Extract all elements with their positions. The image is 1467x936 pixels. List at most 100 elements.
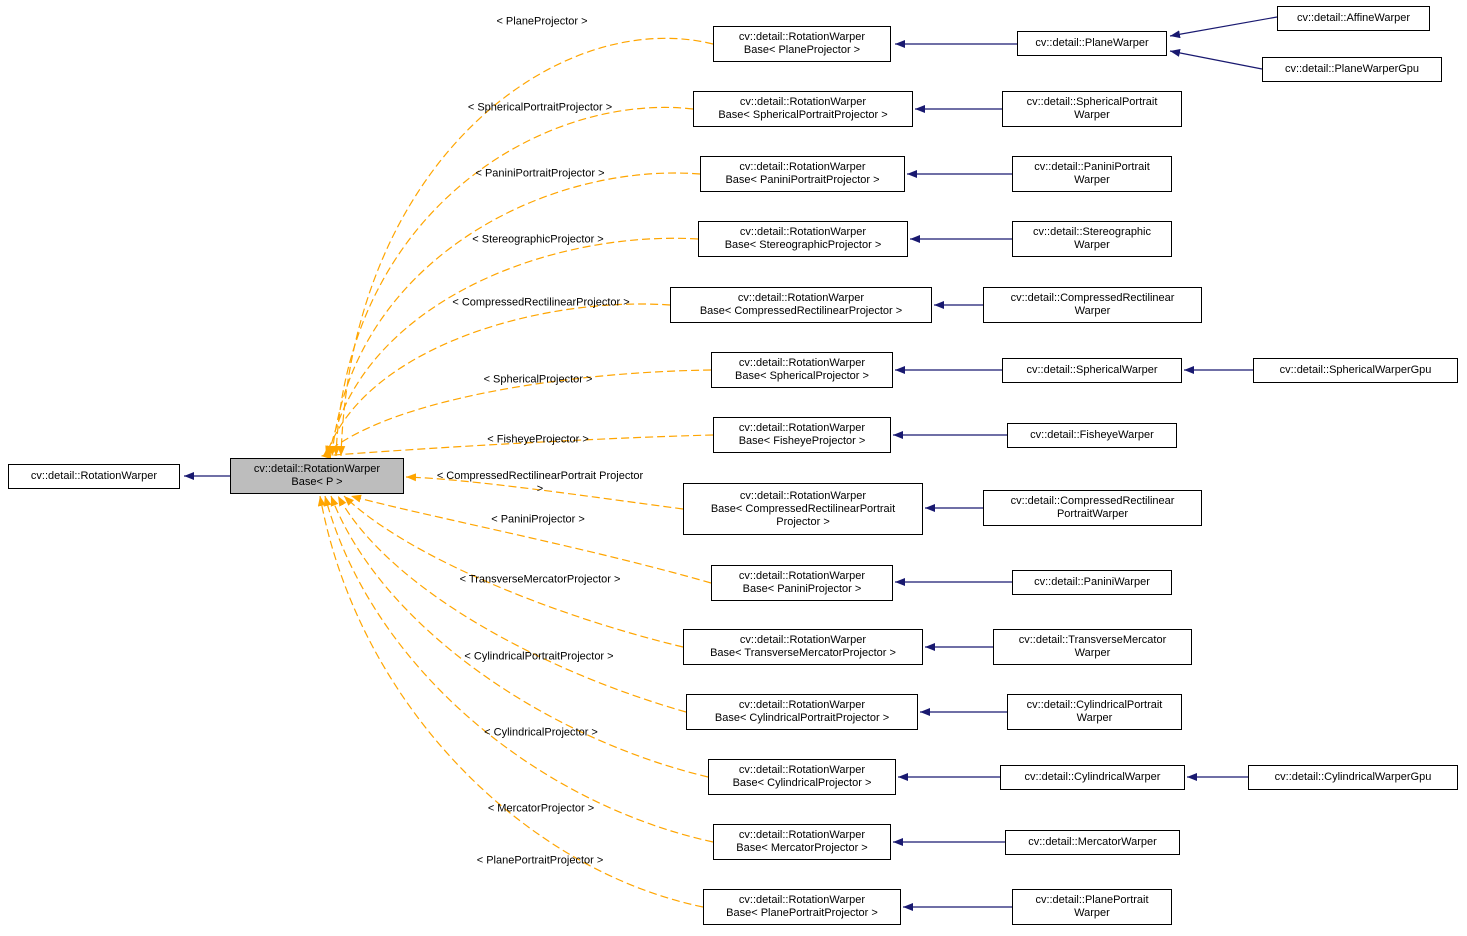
node-text-line: Warper: [1074, 109, 1110, 121]
node-text-line: PortraitWarper: [1056, 508, 1129, 520]
edge-label-sphericalportraitprojector: < SphericalPortraitProjector >: [467, 101, 613, 114]
node-base-transversemercatorprojector[interactable]: cv::detail::RotationWarper Base< Transve…: [683, 629, 923, 665]
edge-label-fisheyeprojector: < FisheyeProjector >: [487, 433, 589, 446]
edge-label-planeportraitprojector: < PlanePortraitProjector >: [476, 854, 604, 867]
node-text-line: Base< FisheyeProjector >: [738, 435, 866, 447]
node-text-line: cv::detail::RotationWarper: [30, 470, 158, 482]
edge-label-transversemercatorprojector: < TransverseMercatorProjector >: [459, 573, 621, 586]
node-text-line: Warper: [1074, 907, 1110, 919]
node-planewarpergpu[interactable]: cv::detail::PlaneWarperGpu: [1262, 57, 1442, 82]
node-text-line: Warper: [1074, 305, 1111, 317]
edge-label-paniniprojector: < PaniniProjector >: [491, 513, 585, 526]
node-text-line: cv::detail::PaniniPortrait: [1034, 161, 1150, 173]
node-text-line: Base< PaniniProjector >: [742, 583, 862, 595]
node-text-line: Base< MercatorProjector >: [736, 842, 868, 854]
node-text-line: Base< PlaneProjector >: [743, 44, 861, 56]
node-text-line: cv::detail::RotationWarper: [739, 161, 866, 173]
node-text-line: cv::detail::TransverseMercator: [1018, 634, 1167, 646]
node-sphericalwarpergpu[interactable]: cv::detail::SphericalWarperGpu: [1253, 358, 1458, 383]
node-base-stereographicprojector[interactable]: cv::detail::RotationWarper Base< Stereog…: [698, 221, 908, 257]
node-cylindricalwarper[interactable]: cv::detail::CylindricalWarper: [1000, 765, 1185, 790]
node-planewarper[interactable]: cv::detail::PlaneWarper: [1017, 31, 1167, 56]
node-sphericalwarper[interactable]: cv::detail::SphericalWarper: [1002, 358, 1182, 383]
node-text-line: cv::detail::FisheyeWarper: [1030, 429, 1154, 441]
node-text-line: cv::detail::PlaneWarper: [1035, 37, 1149, 49]
node-text-line: cv::detail::RotationWarper: [738, 894, 866, 906]
node-text-line: cv::detail::RotationWarper: [738, 31, 866, 43]
node-text-line: cv::detail::AffineWarper: [1296, 12, 1411, 24]
node-text-line: Base< TransverseMercatorProjector >: [710, 647, 896, 659]
node-base-compressedrectilinearportraitprojector[interactable]: cv::detail::RotationWarper Base< Compres…: [683, 483, 923, 535]
node-text-line: Base< PaniniPortraitProjector >: [725, 174, 880, 186]
node-stereographicwarper[interactable]: cv::detail::Stereographic Warper: [1012, 221, 1172, 257]
node-rotationwarperbase-p: cv::detail::RotationWarper Base< P >: [230, 458, 404, 494]
node-text-line: cv::detail::CylindricalPortrait: [1026, 699, 1163, 711]
node-paniniwarper[interactable]: cv::detail::PaniniWarper: [1012, 570, 1172, 595]
node-base-cylindricalprojector[interactable]: cv::detail::RotationWarper Base< Cylindr…: [708, 759, 896, 795]
node-text-line: cv::detail::PlanePortrait: [1035, 894, 1149, 906]
node-text-line: cv::detail::RotationWarper: [739, 226, 867, 238]
node-fisheyewarper[interactable]: cv::detail::FisheyeWarper: [1007, 423, 1177, 448]
edge-label-cylindricalprojector: < CylindricalProjector >: [484, 726, 598, 739]
node-text-line: Projector >: [776, 515, 830, 528]
edge-label-planeprojector: < PlaneProjector >: [496, 15, 588, 28]
node-cylindricalportraitwarper[interactable]: cv::detail::CylindricalPortrait Warper: [1007, 694, 1182, 730]
node-text-line: cv::detail::RotationWarper: [738, 357, 866, 369]
node-text-line: cv::detail::MercatorWarper: [1028, 836, 1157, 848]
node-text-line: Base< CylindricalPortraitProjector >: [714, 712, 890, 724]
node-text-line: cv::detail::RotationWarper: [739, 96, 867, 108]
node-text-line: cv::detail::RotationWarper: [738, 699, 866, 711]
node-text-line: cv::detail::PlaneWarperGpu: [1284, 63, 1420, 75]
node-text-line: cv::detail::RotationWarper: [738, 422, 866, 434]
node-text-line: cv::detail::RotationWarper: [738, 829, 866, 841]
node-base-paniniportraitprojector[interactable]: cv::detail::RotationWarper Base< PaniniP…: [700, 156, 905, 192]
edge-label-sphericalprojector: < SphericalProjector >: [483, 373, 593, 386]
node-affinewarper[interactable]: cv::detail::AffineWarper: [1277, 6, 1430, 31]
node-base-paniniprojector[interactable]: cv::detail::RotationWarper Base< PaniniP…: [711, 565, 893, 601]
edge-label-stereographicprojector: < StereographicProjector >: [472, 233, 604, 246]
node-base-sphericalportraitprojector[interactable]: cv::detail::RotationWarper Base< Spheric…: [693, 91, 913, 127]
node-text-line: Base< SphericalProjector >: [735, 370, 869, 382]
node-paniniportraitwarper[interactable]: cv::detail::PaniniPortrait Warper: [1012, 156, 1172, 192]
node-base-fisheyeprojector[interactable]: cv::detail::RotationWarper Base< Fisheye…: [713, 417, 891, 453]
node-text-line: Base< SphericalPortraitProjector >: [718, 109, 888, 121]
node-cylindricalwarpergpu[interactable]: cv::detail::CylindricalWarperGpu: [1248, 765, 1458, 790]
edge-label-mercatorprojector: < MercatorProjector >: [487, 802, 595, 815]
node-text-line: cv::detail::SphericalWarperGpu: [1279, 364, 1432, 376]
node-text-line: Warper: [1074, 239, 1110, 251]
node-text-line: Base< P >: [291, 476, 343, 488]
edge-label-compressedrectilinearportraitprojector: < CompressedRectilinearPortrait Projecto…: [436, 470, 644, 495]
node-text-line: cv::detail::CylindricalWarper: [1024, 771, 1161, 783]
node-text-line: Base< CompressedRectilinearPortrait: [710, 502, 896, 515]
node-transversemercatorwarper[interactable]: cv::detail::TransverseMercator Warper: [993, 629, 1192, 665]
node-text-line: cv::detail::CompressedRectilinear: [1010, 292, 1175, 304]
node-compressedrectilinearwarper[interactable]: cv::detail::CompressedRectilinear Warper: [983, 287, 1202, 323]
node-text-line: cv::detail::RotationWarper: [739, 489, 867, 502]
node-base-sphericalprojector[interactable]: cv::detail::RotationWarper Base< Spheric…: [711, 352, 893, 388]
node-text-line: cv::detail::Stereographic: [1032, 226, 1151, 238]
node-compressedrectilinearportraitwarper[interactable]: cv::detail::CompressedRectilinear Portra…: [983, 490, 1202, 526]
node-text-line: cv::detail::SphericalPortrait: [1026, 96, 1158, 108]
node-text-line: cv::detail::CylindricalWarperGpu: [1274, 771, 1432, 783]
node-base-planeprojector[interactable]: cv::detail::RotationWarper Base< PlanePr…: [713, 26, 891, 62]
node-text-line: cv::detail::RotationWarper: [737, 292, 865, 304]
node-base-cylindricalportraitprojector[interactable]: cv::detail::RotationWarper Base< Cylindr…: [686, 694, 918, 730]
node-base-planeportraitprojector[interactable]: cv::detail::RotationWarper Base< PlanePo…: [703, 889, 901, 925]
node-mercatorwarper[interactable]: cv::detail::MercatorWarper: [1005, 830, 1180, 855]
node-planeportraitwarper[interactable]: cv::detail::PlanePortrait Warper: [1012, 889, 1172, 925]
edge-label-compressedrectilinearprojector: < CompressedRectilinearProjector >: [452, 296, 630, 309]
node-text-line: Warper: [1074, 647, 1111, 659]
node-base-compressedrectilinearprojector[interactable]: cv::detail::RotationWarper Base< Compres…: [670, 287, 932, 323]
node-text-line: cv::detail::RotationWarper: [738, 764, 866, 776]
node-text-line: cv::detail::RotationWarper: [253, 463, 381, 475]
node-base-mercatorprojector[interactable]: cv::detail::RotationWarper Base< Mercato…: [713, 824, 891, 860]
node-text-line: cv::detail::RotationWarper: [738, 570, 866, 582]
node-text-line: Base< CylindricalProjector >: [732, 777, 872, 789]
node-text-line: cv::detail::PaniniWarper: [1034, 576, 1150, 588]
node-sphericalportraitwarper[interactable]: cv::detail::SphericalPortrait Warper: [1002, 91, 1182, 127]
node-rotationwarper[interactable]: cv::detail::RotationWarper: [8, 464, 180, 489]
node-text-line: Base< PlanePortraitProjector >: [726, 907, 878, 919]
node-text-line: cv::detail::CompressedRectilinear: [1010, 495, 1175, 507]
